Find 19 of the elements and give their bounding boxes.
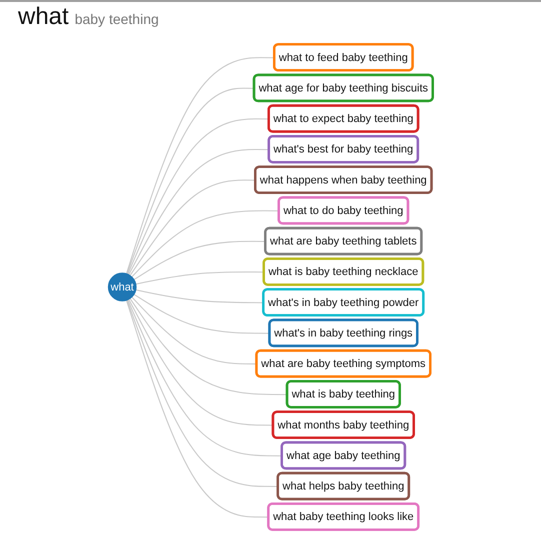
connector [132, 296, 257, 364]
title: what [18, 2, 69, 32]
connector [126, 88, 254, 274]
connector [134, 240, 266, 280]
connector [126, 57, 275, 274]
connector [130, 180, 256, 276]
connector [126, 300, 278, 487]
connector [126, 300, 269, 518]
connector [128, 149, 270, 275]
subtitle: baby teething [74, 10, 159, 29]
connector [136, 271, 264, 285]
connector [127, 300, 282, 456]
node-circle: what [108, 272, 137, 302]
connector [128, 299, 274, 426]
connector [127, 118, 270, 274]
connector [132, 210, 280, 278]
connector [130, 298, 288, 396]
connector [136, 289, 264, 304]
connector [134, 294, 270, 334]
